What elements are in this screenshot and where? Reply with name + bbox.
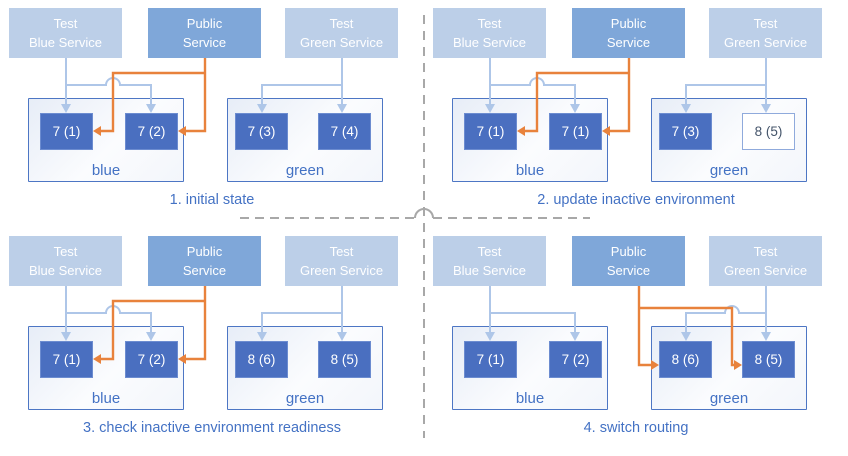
pod-blue-2: 7 (1) [549, 113, 602, 150]
service-box-test-green: Test Green Service [285, 236, 398, 286]
environment-label-green: green [709, 162, 749, 179]
service-box-public: Public Service [572, 236, 685, 286]
pod-blue-1: 7 (1) [40, 341, 93, 378]
service-box-test-green: Test Green Service [285, 8, 398, 58]
pod-blue-2: 7 (2) [125, 341, 178, 378]
pod-green-1: 8 (6) [235, 341, 288, 378]
pod-green-1: 7 (3) [659, 113, 712, 150]
service-box-test-blue: Test Blue Service [9, 236, 122, 286]
panel-update-inactive-environment: Test Blue Service Public Service Test Gr… [424, 0, 848, 228]
service-box-test-green: Test Green Service [709, 8, 822, 58]
panel-caption: 1. initial state [169, 192, 255, 208]
panel-caption: 3. check inactive environment readiness [83, 420, 341, 436]
pod-blue-2: 7 (2) [125, 113, 178, 150]
route-line [637, 286, 651, 367]
environment-label-blue: blue [515, 390, 545, 407]
service-box-test-blue: Test Blue Service [9, 8, 122, 58]
service-box-public: Public Service [572, 8, 685, 58]
service-box-test-blue: Test Blue Service [433, 8, 546, 58]
pod-blue-1: 7 (1) [40, 113, 93, 150]
environment-label-green: green [285, 390, 325, 407]
pod-green-2: 8 (5) [742, 341, 795, 378]
pod-blue-1: 7 (1) [464, 341, 517, 378]
pod-blue-1: 7 (1) [464, 113, 517, 150]
route-line [186, 286, 207, 361]
pod-green-1: 8 (6) [659, 341, 712, 378]
pod-green-2: 8 (5) [742, 113, 795, 150]
pod-green-1: 7 (3) [235, 113, 288, 150]
service-box-test-green: Test Green Service [709, 236, 822, 286]
panel-caption: 2. update inactive environment [537, 192, 735, 208]
environment-label-blue: blue [91, 162, 121, 179]
pod-green-2: 8 (5) [318, 341, 371, 378]
environment-label-blue: blue [515, 162, 545, 179]
panel-caption: 4. switch routing [583, 420, 689, 436]
environment-label-blue: blue [91, 390, 121, 407]
service-box-public: Public Service [148, 236, 261, 286]
panel-switch-routing: Test Blue Service Public Service Test Gr… [424, 228, 848, 456]
pod-green-2: 7 (4) [318, 113, 371, 150]
service-box-test-blue: Test Blue Service [433, 236, 546, 286]
service-box-public: Public Service [148, 8, 261, 58]
panel-initial-state: Test Blue Service Public Service Test Gr… [0, 0, 424, 228]
environment-label-green: green [285, 162, 325, 179]
pod-blue-2: 7 (2) [549, 341, 602, 378]
route-line [186, 58, 207, 133]
environment-label-green: green [709, 390, 749, 407]
route-line [610, 58, 631, 133]
panel-check-inactive-environment-readiness: Test Blue Service Public Service Test Gr… [0, 228, 424, 456]
